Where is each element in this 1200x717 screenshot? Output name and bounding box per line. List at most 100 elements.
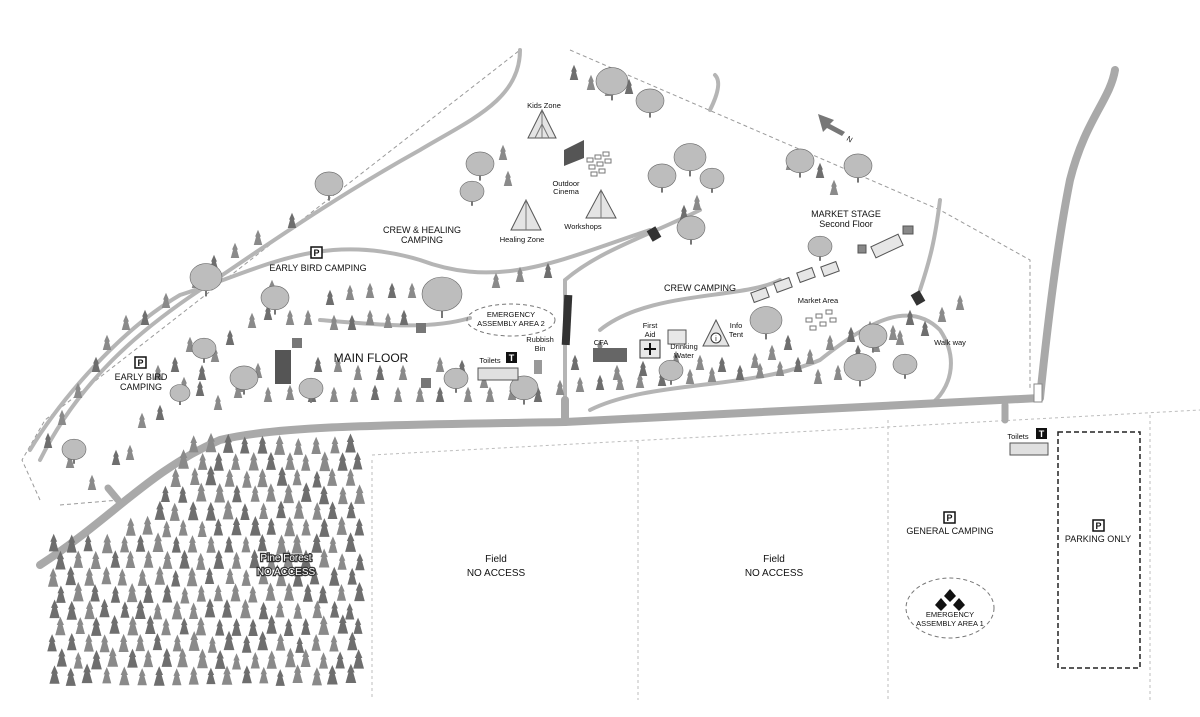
pine-tree-icon — [813, 368, 823, 384]
pine-tree-icon — [318, 652, 329, 669]
pine-tree-icon — [231, 551, 242, 569]
label-field-2: Field — [763, 554, 785, 565]
label-market-stage-2: Second Floor — [819, 219, 873, 229]
pine-tree-icon — [172, 668, 182, 686]
pine-tree-icon — [248, 618, 258, 637]
pine-tree-icon — [170, 356, 180, 372]
pine-tree-icon — [463, 386, 473, 402]
pine-tree-icon — [249, 549, 260, 569]
label-emergency-2-2: ASSEMBLY AREA 2 — [477, 319, 545, 328]
pine-tree-icon — [117, 568, 128, 586]
pine-tree-icon — [575, 376, 585, 392]
pine-tree-icon — [498, 144, 508, 160]
pine-tree-icon — [56, 648, 67, 667]
site-boundary — [21, 49, 1031, 506]
pine-tree-icon — [301, 618, 311, 635]
pine-tree-icon — [66, 534, 77, 553]
label-general-camping: GENERAL CAMPING — [906, 526, 993, 536]
pine-tree-icon — [265, 451, 276, 470]
pine-tree-icon — [295, 636, 305, 653]
gate-icon — [1033, 383, 1043, 403]
svg-text:P: P — [137, 358, 143, 368]
pine-tree-icon — [888, 324, 898, 340]
pine-tree-icon — [160, 485, 170, 502]
pine-tree-icon — [48, 533, 59, 552]
pine-tree-icon — [215, 618, 225, 636]
pine-tree-icon — [171, 536, 181, 553]
pine-tree-icon — [345, 468, 356, 486]
label-market-area: Market Area — [798, 296, 839, 305]
pine-tree-icon — [383, 312, 393, 328]
label-drinking-water-2: Water — [674, 351, 694, 360]
pine-tree-icon — [317, 585, 328, 604]
pine-tree-icon — [717, 356, 727, 372]
label-emergency-2: EMERGENCY — [487, 310, 535, 319]
pine-tree-icon — [196, 584, 206, 602]
label-info-tent: Info — [730, 321, 743, 330]
pine-tree-icon — [303, 309, 313, 325]
pine-tree-icon — [312, 502, 323, 520]
svg-text:T: T — [1039, 429, 1045, 439]
pine-tree-icon — [292, 568, 304, 587]
pine-tree-icon — [365, 282, 375, 298]
label-pine-forest-2: NO ACCESS — [257, 567, 316, 578]
pine-tree-icon — [186, 566, 198, 587]
label-market-stage: MARKET STAGE — [811, 209, 881, 219]
pine-tree-icon — [595, 374, 605, 390]
pine-tree-icon — [318, 615, 330, 635]
pine-tree-icon — [49, 599, 60, 619]
pine-tree-icon — [109, 614, 120, 634]
pine-tree-icon — [275, 633, 286, 651]
deciduous-tree-icon — [509, 375, 539, 405]
field-boundaries — [371, 409, 1200, 700]
pine-tree-icon — [300, 648, 311, 667]
deciduous-tree-icon — [658, 359, 684, 385]
north-arrow-icon: N — [818, 114, 854, 144]
pine-tree-icon — [905, 309, 915, 325]
pine-tree-icon — [707, 366, 717, 382]
pine-tree-icon — [335, 651, 345, 669]
pine-tree-icon — [435, 356, 445, 372]
pine-tree-icon — [171, 600, 183, 620]
pine-tree-icon — [329, 566, 340, 586]
pine-tree-icon — [161, 648, 173, 667]
cfa-truck — [593, 348, 627, 362]
pine-tree-icon — [612, 364, 622, 380]
pine-tree-icon — [793, 356, 803, 372]
pine-tree-icon — [189, 602, 199, 620]
pine-tree-icon — [222, 499, 234, 520]
pine-tree-icon — [162, 520, 172, 538]
pine-tree-icon — [66, 600, 77, 620]
pine-tree-icon — [125, 550, 136, 568]
pine-tree-icon — [285, 384, 295, 400]
pine-tree-icon — [829, 179, 839, 195]
deciduous-tree-icon — [858, 323, 888, 353]
label-kids-zone: Kids Zone — [527, 101, 561, 110]
pine-tree-icon — [213, 394, 223, 410]
pine-tree-icon — [178, 519, 188, 536]
deciduous-tree-icon — [843, 353, 877, 387]
pine-tree-icon — [336, 584, 347, 601]
deciduous-tree-icon — [443, 367, 469, 393]
label-walk-way: Walk way — [934, 338, 966, 347]
pine-tree-icon — [224, 468, 235, 487]
pine-tree-icon — [533, 386, 543, 402]
pine-tree-icon — [110, 585, 121, 603]
svg-text:P: P — [313, 248, 319, 258]
pine-tree-icon — [435, 386, 445, 402]
pine-tree-icon — [135, 633, 145, 652]
pine-tree-icon — [266, 650, 277, 669]
pine-tree-icon — [300, 482, 312, 502]
pine-tree-icon — [337, 486, 348, 505]
pine-tree-icon — [99, 598, 110, 618]
pine-tree-icon — [767, 344, 777, 360]
pine-tree-icon — [152, 633, 163, 651]
pine-tree-icon — [345, 603, 355, 620]
pine-tree-icon — [178, 486, 188, 503]
pine-tree-icon — [311, 667, 322, 686]
pine-tree-icon — [833, 364, 843, 380]
gate-icon — [646, 226, 662, 242]
pine-tree-icon — [195, 552, 206, 570]
pine-tree-icon — [555, 379, 565, 395]
pine-tree-icon — [225, 567, 235, 585]
